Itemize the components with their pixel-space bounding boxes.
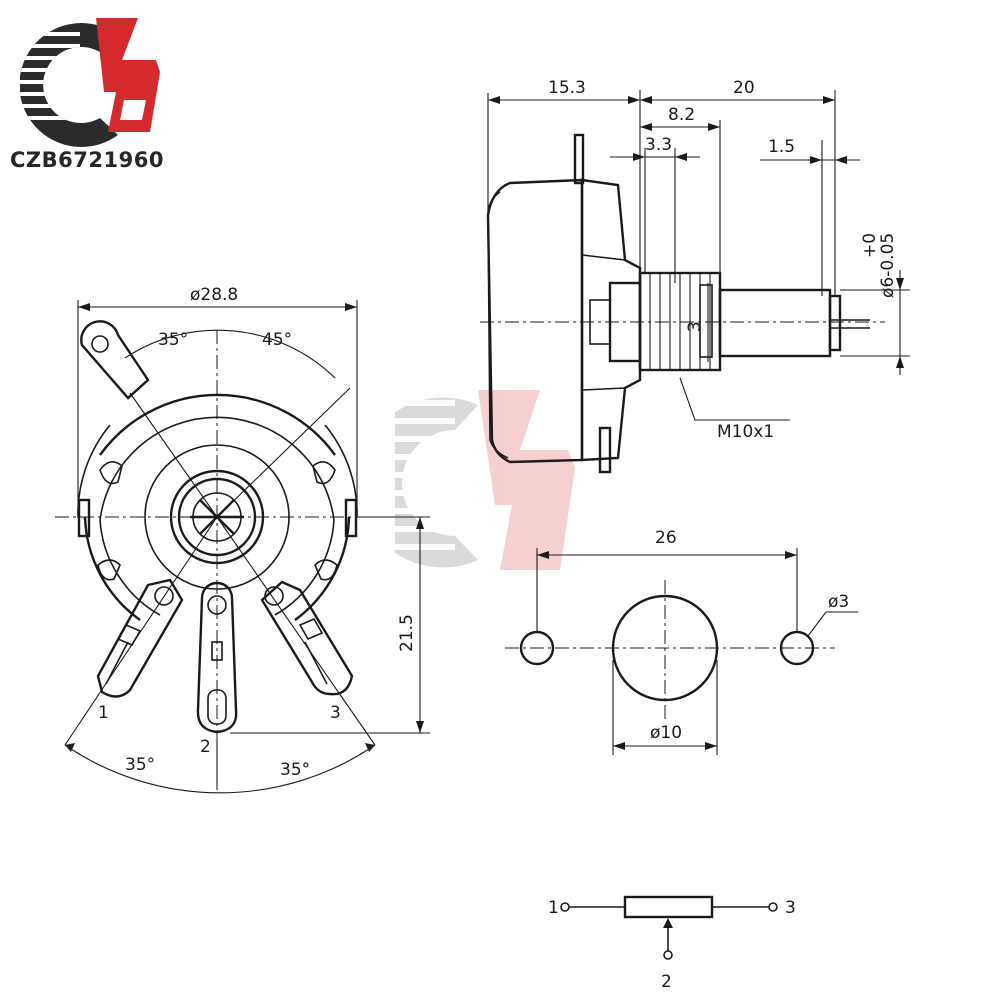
watermark-logo <box>395 390 575 570</box>
dim-hole-label: ø3 <box>828 592 849 612</box>
dim-shaft-label: ø6-0.05 <box>878 233 898 298</box>
dim-flat-label: 3.3 <box>645 135 672 155</box>
diameter-label: ø28.8 <box>190 285 238 305</box>
angle-top-right: 45° <box>262 330 292 350</box>
terminal-1-label: 1 <box>98 703 109 723</box>
schematic-pin-3: 3 <box>785 898 796 918</box>
schematic-pin-2: 2 <box>661 972 672 992</box>
dim-total-label: 20 <box>733 78 755 98</box>
side-view: 15.3 20 8.2 3.3 1.5 ø6-0.05 +0 3 M10x1 <box>480 78 910 474</box>
mounting-hole-view: 26 ø3 ø10 <box>505 528 858 755</box>
dim-slot-label: 1.5 <box>768 137 795 157</box>
brand-text: CZB6721960 <box>10 148 164 172</box>
schematic-pin-1: 1 <box>548 898 559 918</box>
front-view: ø28.8 35° 45° 21.5 1 2 3 35° 35° <box>55 285 430 794</box>
potentiometer-schematic: 1 2 3 <box>548 895 796 992</box>
brand-logo <box>20 18 160 147</box>
terminal-3-label: 3 <box>330 703 341 723</box>
height-label: 21.5 <box>397 614 417 652</box>
angle-top-left: 35° <box>158 330 188 350</box>
angle-bottom-right: 35° <box>280 760 310 780</box>
dim-spacing-label: 26 <box>655 528 677 548</box>
dim-bore-label: ø10 <box>650 723 682 743</box>
dim-body-label: 15.3 <box>548 78 586 98</box>
angle-bottom-left: 35° <box>125 755 155 775</box>
terminal-2-label: 2 <box>200 737 211 757</box>
dim-shaft-tolerance: +0 <box>860 233 880 258</box>
dim-bushing-label: 8.2 <box>668 105 695 125</box>
dim-key-label: 3 <box>685 321 705 332</box>
thread-label: M10x1 <box>717 422 774 442</box>
